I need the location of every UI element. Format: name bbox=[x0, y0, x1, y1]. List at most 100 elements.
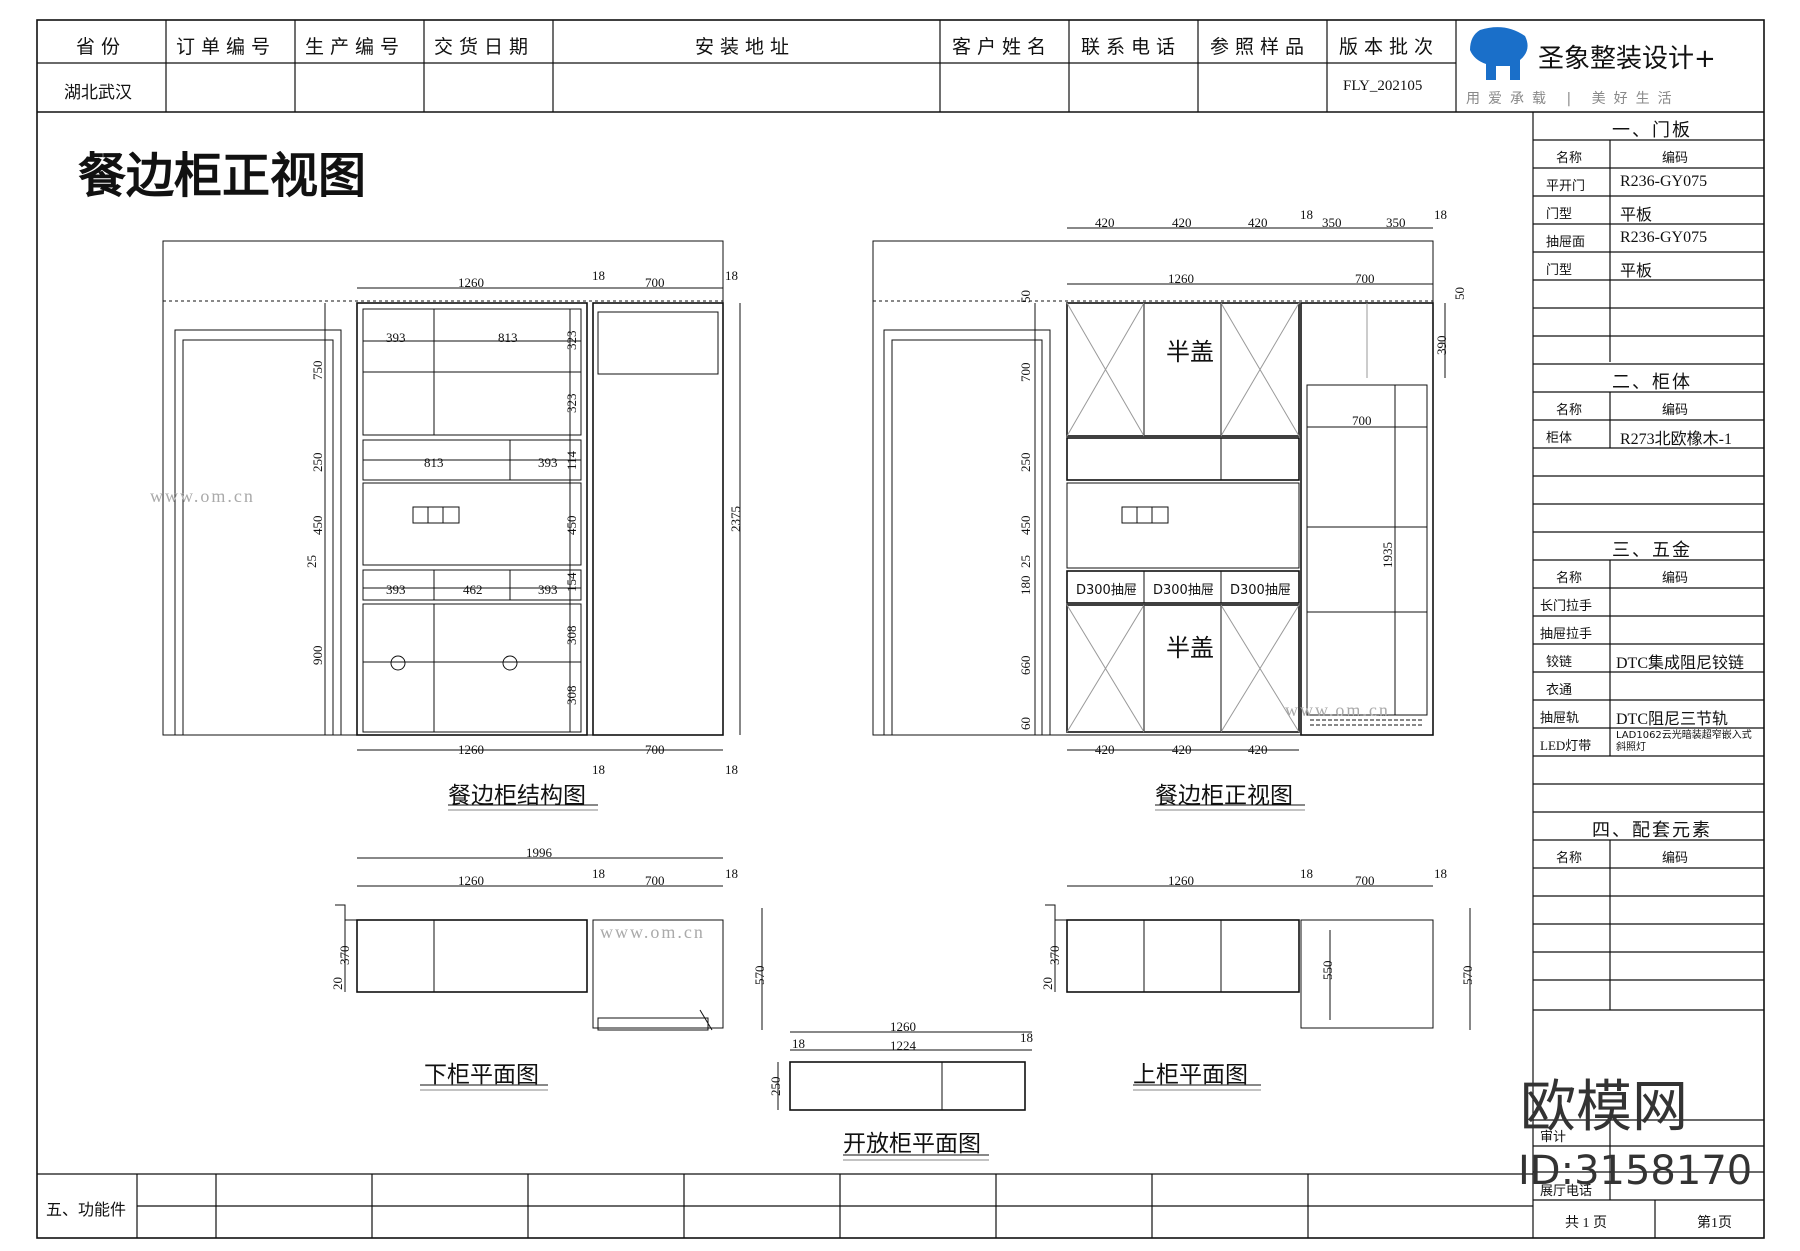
dim-label: 18 bbox=[725, 268, 738, 283]
col-code: 编码 bbox=[1662, 150, 1689, 165]
row-value: LAD1062云光暗装超窄嵌入式斜照灯 bbox=[1616, 730, 1752, 753]
row-label: 铰链 bbox=[1546, 654, 1573, 669]
dim-label: 393 bbox=[386, 582, 406, 597]
dim-label: 1260 bbox=[458, 873, 484, 888]
dim-label: 308 bbox=[564, 685, 579, 706]
row-label: 柜体 bbox=[1546, 430, 1573, 445]
dim-label: 570 bbox=[752, 965, 767, 986]
elephant-logo-icon bbox=[1470, 27, 1528, 80]
header-label-version: 版本批次 bbox=[1339, 37, 1440, 58]
header-label-phone: 联系电话 bbox=[1081, 37, 1182, 58]
dim-label: 20 bbox=[330, 977, 345, 990]
row-label: 抽屉拉手 bbox=[1540, 626, 1593, 641]
dim-label: 154 bbox=[564, 572, 579, 593]
dim-label: 323 bbox=[564, 393, 579, 414]
logo-name: 圣象整装设计+ bbox=[1538, 44, 1716, 74]
dim-label: 18 bbox=[725, 762, 738, 777]
col-code: 编码 bbox=[1662, 402, 1689, 417]
dim-label: 462 bbox=[463, 582, 483, 597]
dim-label: 1260 bbox=[1168, 873, 1194, 888]
dim-label: 18 bbox=[1434, 866, 1447, 881]
dim-label: 813 bbox=[424, 455, 444, 470]
dim-label: 18 bbox=[1020, 1030, 1033, 1045]
dim-label: 550 bbox=[1320, 960, 1335, 981]
col-code: 编码 bbox=[1662, 570, 1689, 585]
row-value: R273北欧橡木-1 bbox=[1620, 431, 1733, 448]
dim-label: 250 bbox=[1018, 452, 1033, 473]
dim-label: 250 bbox=[310, 452, 325, 473]
watermark-site: www.om.cn bbox=[600, 922, 705, 942]
dim-label: 393 bbox=[538, 582, 558, 597]
dim-label: 18 bbox=[725, 866, 738, 881]
row-label: 门型 bbox=[1546, 206, 1573, 221]
dim-label: 660 bbox=[1018, 655, 1033, 676]
caption-structure: 餐边柜结构图 bbox=[448, 783, 586, 809]
row-value: R236-GY075 bbox=[1620, 173, 1708, 190]
dim-label: 390 bbox=[1434, 335, 1449, 356]
dim-label: 18 bbox=[592, 762, 605, 777]
header-label-province: 省份 bbox=[76, 37, 127, 58]
row-label: 衣通 bbox=[1546, 682, 1573, 697]
dim-label: 20 bbox=[1040, 977, 1055, 990]
logo-slogan: 用爱承载 | 美好生活 bbox=[1466, 91, 1680, 107]
half-cover-label-lower: 半盖 bbox=[1166, 634, 1214, 662]
drawer-label: D300抽屉 bbox=[1230, 583, 1291, 598]
row-value: DTC阻尼三节轨 bbox=[1616, 711, 1729, 728]
drawer-label: D300抽屉 bbox=[1153, 583, 1214, 598]
dim-label: 450 bbox=[564, 515, 579, 536]
row-label: 门型 bbox=[1546, 262, 1573, 277]
row-label: 抽屉轨 bbox=[1540, 710, 1580, 725]
dim-label: 813 bbox=[498, 330, 518, 345]
dim-label: 50 bbox=[1452, 287, 1467, 300]
header-label-install-address: 安装地址 bbox=[695, 37, 796, 58]
row-label: 平开门 bbox=[1546, 178, 1586, 193]
dim-label: 700 bbox=[1355, 873, 1375, 888]
header-value-version: FLY_202105 bbox=[1343, 78, 1423, 94]
watermark-brand: 欧模网 bbox=[1520, 1075, 1688, 1140]
half-cover-label-upper: 半盖 bbox=[1166, 338, 1214, 366]
footer-page-number: 第1页 bbox=[1697, 1216, 1732, 1231]
section-title-hardware: 三、五金 bbox=[1612, 540, 1692, 560]
watermark-id: ID:3158170 bbox=[1518, 1148, 1753, 1194]
dim-label: 25 bbox=[1018, 555, 1033, 568]
col-name: 名称 bbox=[1556, 402, 1583, 417]
dim-label: 420 bbox=[1172, 742, 1192, 757]
dim-label: 114 bbox=[564, 450, 579, 470]
dim-label: 393 bbox=[538, 455, 558, 470]
row-label: 抽屉面 bbox=[1546, 234, 1586, 249]
dim-label: 1260 bbox=[1168, 271, 1194, 286]
row-label: LED灯带 bbox=[1540, 738, 1592, 753]
header-label-production-no: 生产编号 bbox=[305, 37, 406, 58]
dim-label: 18 bbox=[1300, 866, 1313, 881]
dim-label: 18 bbox=[1434, 207, 1447, 222]
dim-label: 18 bbox=[792, 1036, 805, 1051]
footer-total-pages: 共 1 页 bbox=[1565, 1216, 1607, 1231]
dim-label: 700 bbox=[645, 742, 665, 757]
col-name: 名称 bbox=[1556, 570, 1583, 585]
dim-label: 1260 bbox=[458, 275, 484, 290]
dim-label: 308 bbox=[564, 625, 579, 646]
dim-label: 18 bbox=[1300, 207, 1313, 222]
section-title-door-panel: 一、门板 bbox=[1612, 120, 1692, 140]
dim-label: 450 bbox=[1018, 515, 1033, 536]
dim-label: 420 bbox=[1095, 742, 1115, 757]
section-title-cabinet-body: 二、柜体 bbox=[1612, 372, 1692, 392]
dim-label: 900 bbox=[310, 645, 325, 666]
header-value-province: 湖北武汉 bbox=[64, 83, 132, 102]
row-value: 平板 bbox=[1620, 207, 1653, 224]
section-title-accessories: 四、配套元素 bbox=[1592, 820, 1712, 840]
dim-label: 700 bbox=[645, 873, 665, 888]
dim-label: 420 bbox=[1248, 742, 1268, 757]
dim-label: 750 bbox=[310, 360, 325, 381]
dim-label: 450 bbox=[310, 515, 325, 536]
col-code: 编码 bbox=[1662, 850, 1689, 865]
dim-label: 570 bbox=[1460, 965, 1475, 986]
dim-label: 700 bbox=[1355, 271, 1375, 286]
header-label-reference-sample: 参照样品 bbox=[1210, 37, 1311, 58]
row-value: 平板 bbox=[1620, 263, 1653, 280]
caption-open-plan: 开放柜平面图 bbox=[843, 1131, 981, 1157]
dim-label: 700 bbox=[645, 275, 665, 290]
section-title-function-parts: 五、功能件 bbox=[46, 1202, 127, 1219]
dim-label: 18 bbox=[592, 268, 605, 283]
